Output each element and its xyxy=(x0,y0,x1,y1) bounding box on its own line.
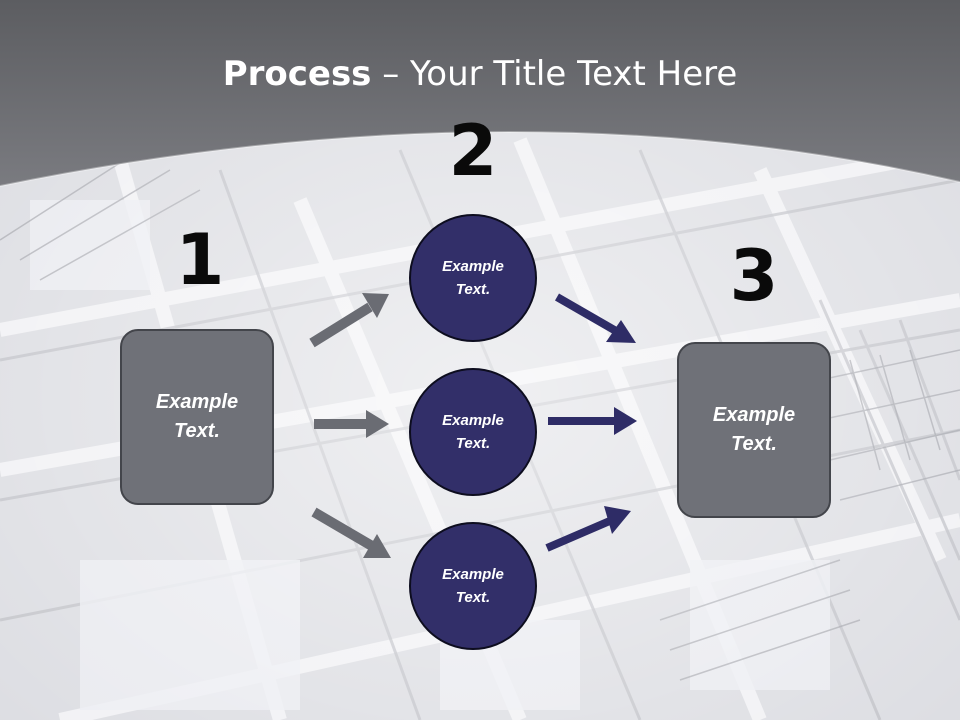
step-1-box-text: Example Text. xyxy=(155,391,239,442)
arrow-1-to-middle-head xyxy=(366,410,389,438)
arrow-1-to-bottom-head xyxy=(363,534,391,558)
arrow-bottom-to-3 xyxy=(545,516,614,552)
step-2-circle-bottom: Example Text. xyxy=(409,522,537,650)
step-number-1: 1 xyxy=(175,219,225,301)
arrow-top-to-3 xyxy=(555,293,618,335)
arrow-1-to-bottom xyxy=(311,507,375,551)
step-2-circle-middle: Example Text. xyxy=(409,368,537,496)
gray-arrows xyxy=(309,293,391,558)
circle-top-text: Example Text. xyxy=(442,258,504,298)
step-2-circle-top: Example Text. xyxy=(409,214,537,342)
step-number-2: 2 xyxy=(448,110,498,192)
slide-title: Process – Your Title Text Here xyxy=(0,52,960,96)
arrow-bottom-to-3-head xyxy=(604,506,631,534)
navy-arrows xyxy=(545,293,637,552)
step-3-box-text: Example Text. xyxy=(712,404,796,455)
circle-middle-text: Example Text. xyxy=(442,412,504,452)
arrow-middle-to-3-head xyxy=(614,407,637,435)
circle-bottom-text: Example Text. xyxy=(442,566,504,606)
title-rest: – Your Title Text Here xyxy=(371,54,738,94)
step-1-box: Example Text. xyxy=(120,329,274,505)
arrow-top-to-3-head xyxy=(606,320,636,343)
arrow-1-to-top-head xyxy=(362,293,389,318)
step-3-box: Example Text. xyxy=(677,342,831,518)
title-bold: Process xyxy=(222,54,372,94)
step-number-3: 3 xyxy=(729,235,779,317)
arrow-1-to-top xyxy=(309,302,373,348)
